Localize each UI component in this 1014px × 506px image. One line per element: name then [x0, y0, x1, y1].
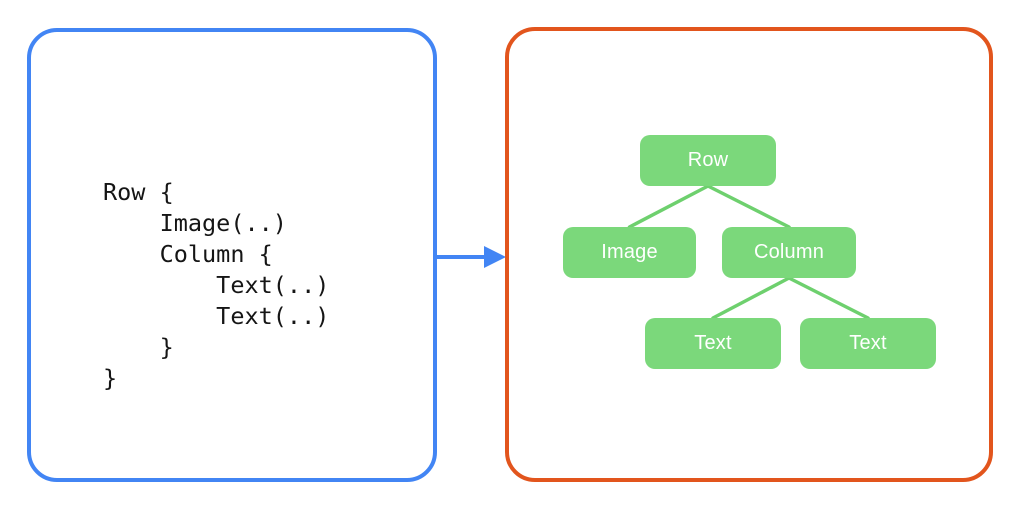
tree-node-label: Column: [753, 241, 825, 263]
tree-node-column[interactable]: Column: [722, 227, 856, 278]
code-panel: Row { Image(..) Column { Text(..) Text(.…: [27, 28, 437, 482]
tree-node-label: Image: [601, 241, 658, 263]
tree-node-image[interactable]: Image: [563, 227, 696, 278]
transforms-into-arrow: [436, 246, 506, 268]
tree-node-label: Text: [694, 332, 732, 354]
tree-node-row[interactable]: Row: [640, 135, 776, 186]
tree-node-text1[interactable]: Text: [645, 318, 781, 369]
tree-node-text2[interactable]: Text: [800, 318, 936, 369]
tree-node-label: Text: [849, 332, 887, 354]
arrow-head: [484, 246, 506, 268]
ui-code-snippet: Row { Image(..) Column { Text(..) Text(.…: [103, 178, 330, 392]
tree-node-label: Row: [687, 149, 729, 171]
